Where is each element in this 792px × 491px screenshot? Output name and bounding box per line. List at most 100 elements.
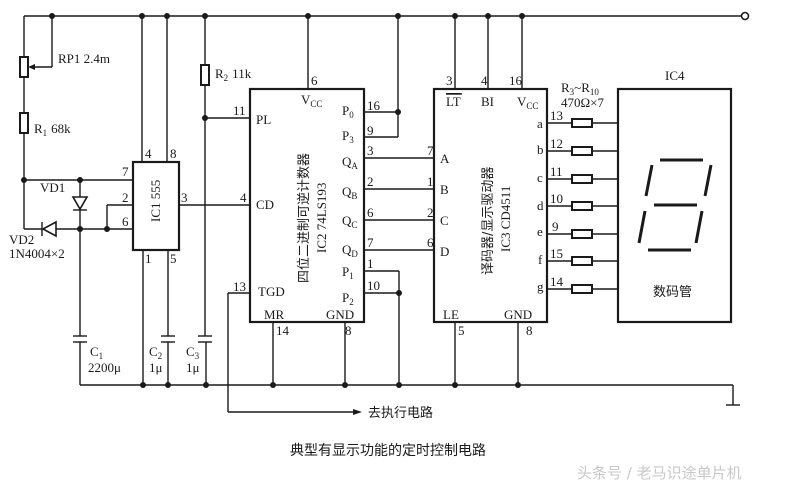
svg-text:LT: LT [446,94,461,109]
watermark: 头条号 / 老马识途单片机 [577,464,742,482]
svg-text:e: e [537,224,543,239]
svg-text:a: a [537,116,543,131]
ic3-title-cn: 译码器/显示驱动器 [481,167,496,275]
svg-text:f: f [538,252,543,267]
r7-resistor [571,229,593,239]
svg-text:QC: QC [342,213,357,230]
r3-r10-label: R3~R10 [561,80,599,97]
c3-label: C3 [186,344,200,361]
vd1-label: VD1 [40,180,65,195]
r4-resistor [571,146,593,156]
svg-text:c: c [537,170,543,185]
svg-text:b: b [537,142,544,157]
svg-text:3: 3 [181,190,188,205]
svg-text:QA: QA [342,154,358,171]
ic2-title: IC2 74LS193 [314,183,329,253]
svg-text:BI: BI [481,94,494,109]
svg-text:16: 16 [367,98,381,113]
svg-text:VCC: VCC [301,92,322,109]
ic1-label: IC1 555 [148,180,163,222]
svg-text:5: 5 [458,323,465,338]
rp1-resistor [19,56,29,78]
ic3-title: IC3 CD4511 [498,186,513,252]
svg-text:4: 4 [481,73,488,88]
vd2-diode [41,220,57,238]
vd1-diode [71,196,89,211]
svg-text:7: 7 [427,143,434,158]
svg-text:11: 11 [550,164,563,179]
svg-text:1: 1 [145,251,152,266]
svg-text:GND: GND [326,307,354,322]
svg-text:15: 15 [550,246,563,261]
gnd-junctions [140,382,521,388]
svg-text:d: d [537,198,544,213]
ic2-title-cn: 四位二进制可逆计数器 [296,153,312,283]
svg-text:4: 4 [240,190,247,205]
c1-label: C1 [90,344,103,361]
ic4-desc: 数码管 [653,285,692,300]
svg-text:4: 4 [145,146,152,161]
r6-resistor [571,201,593,211]
figure-caption: 典型有显示功能的定时控制电路 [290,443,486,459]
svg-text:C: C [440,213,449,228]
svg-text:3: 3 [367,143,374,158]
c2-label: C2 [149,344,162,361]
svg-text:3: 3 [446,73,453,88]
svg-text:12: 12 [550,136,563,151]
vd2-label: VD2 [9,232,34,247]
svg-text:1: 1 [367,256,374,271]
svg-text:2: 2 [367,174,374,189]
svg-text:2: 2 [427,205,434,220]
svg-text:D: D [440,244,449,259]
svg-text:1: 1 [427,174,434,189]
svg-text:QD: QD [342,242,358,259]
svg-text:7: 7 [122,164,129,179]
svg-text:14: 14 [550,274,564,289]
vcc-terminal [740,11,750,21]
svg-text:13: 13 [550,108,563,123]
r3-resistor [571,118,593,128]
svg-text:10: 10 [367,278,380,293]
seven-segment-glyph [637,158,713,252]
r1-resistor [19,112,29,134]
svg-text:A: A [440,151,450,166]
svg-text:LE: LE [443,307,459,322]
rp1-label: RP1 2.4m [58,51,110,66]
svg-text:5: 5 [170,251,177,266]
svg-text:PL: PL [256,112,271,127]
svg-text:6: 6 [122,214,129,229]
r8-resistor [571,256,593,266]
r9-resistor [571,284,593,294]
svg-text:16: 16 [509,73,523,88]
svg-text:P2: P2 [342,290,354,307]
c1-value: 2200μ [88,360,121,375]
svg-text:2: 2 [122,190,129,205]
svg-text:VCC: VCC [517,94,538,111]
svg-text:g: g [537,279,544,294]
ic2-74ls193 [248,87,366,324]
svg-text:8: 8 [345,323,352,338]
svg-text:13: 13 [233,279,246,294]
svg-text:QB: QB [342,184,357,201]
svg-text:6: 6 [367,205,374,220]
svg-text:CD: CD [256,197,274,212]
svg-text:P1: P1 [342,264,354,281]
output-label: 去执行电路 [368,405,433,421]
svg-text:11: 11 [233,103,246,118]
svg-text:MR: MR [264,307,285,322]
r3-r10-value: 470Ω×7 [561,95,604,110]
r2-resistor [200,64,210,86]
svg-text:8: 8 [526,323,533,338]
svg-text:9: 9 [552,219,559,234]
svg-text:GND: GND [504,307,532,322]
output-arrow [353,409,362,415]
c2-value: 1μ [149,360,163,375]
svg-text:8: 8 [170,146,177,161]
svg-text:P0: P0 [342,103,354,120]
svg-text:10: 10 [550,191,563,206]
vd2-part: 1N4004×2 [9,246,65,261]
svg-text:6: 6 [427,235,434,250]
c3-value: 1μ [186,360,200,375]
